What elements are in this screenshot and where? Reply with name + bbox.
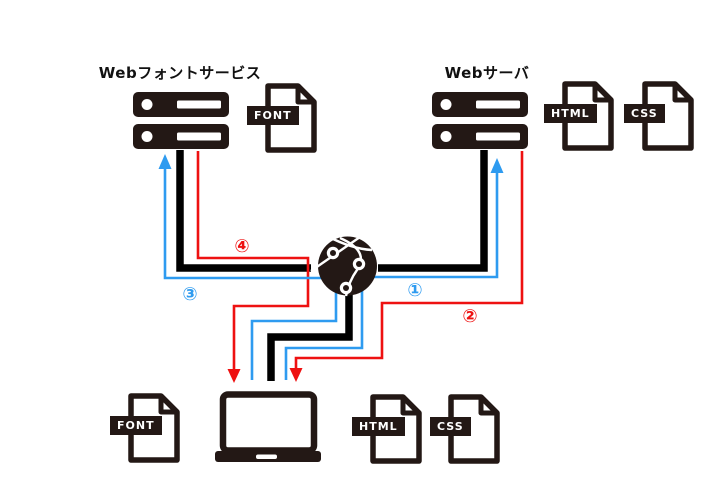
- flow3-arrow-up-icon: [158, 154, 172, 169]
- font-service-label: Webフォントサービス: [98, 64, 262, 82]
- flow2-arrow-down-icon: [289, 368, 303, 382]
- flow4-arrow-down-icon: [227, 369, 241, 383]
- step-3-badge: ③: [182, 284, 198, 305]
- html-file-icon-client: HTML: [352, 392, 424, 466]
- web-server-icon: [432, 92, 528, 149]
- internet-globe-icon: [310, 234, 377, 297]
- file-label: FONT: [247, 106, 299, 126]
- step-4-badge: ④: [234, 236, 250, 257]
- client-laptop-icon: [215, 391, 321, 462]
- flow1-arrow-up-icon: [490, 158, 504, 173]
- file-label: CSS: [624, 104, 665, 124]
- pipe-web-server-line: [378, 150, 488, 272]
- flow4-response-font-line: [196, 151, 310, 383]
- file-label: HTML: [544, 104, 597, 124]
- pipe-font-service-line: [176, 150, 311, 272]
- flow3-request-font-line: [158, 154, 338, 380]
- file-page-icon: [642, 81, 694, 151]
- css-file-icon-client: CSS: [430, 392, 502, 466]
- file-label: CSS: [430, 417, 471, 437]
- flow2-response-html-line: [289, 151, 524, 382]
- pipe-client-line: [267, 294, 353, 381]
- step-2-badge: ②: [462, 306, 478, 327]
- file-page-icon: [448, 394, 500, 464]
- html-file-icon-server: HTML: [544, 79, 616, 153]
- font-file-icon-client: FONT: [110, 391, 182, 465]
- font-file-icon-service: FONT: [247, 81, 319, 155]
- css-file-icon-server: CSS: [624, 79, 696, 153]
- font-service-server-icon: [133, 92, 229, 149]
- flow1-request-html-line: [284, 158, 504, 380]
- web-server-label: Webサーバ: [444, 64, 530, 82]
- file-label: FONT: [110, 416, 162, 436]
- step-1-badge: ①: [407, 280, 423, 301]
- file-label: HTML: [352, 417, 405, 437]
